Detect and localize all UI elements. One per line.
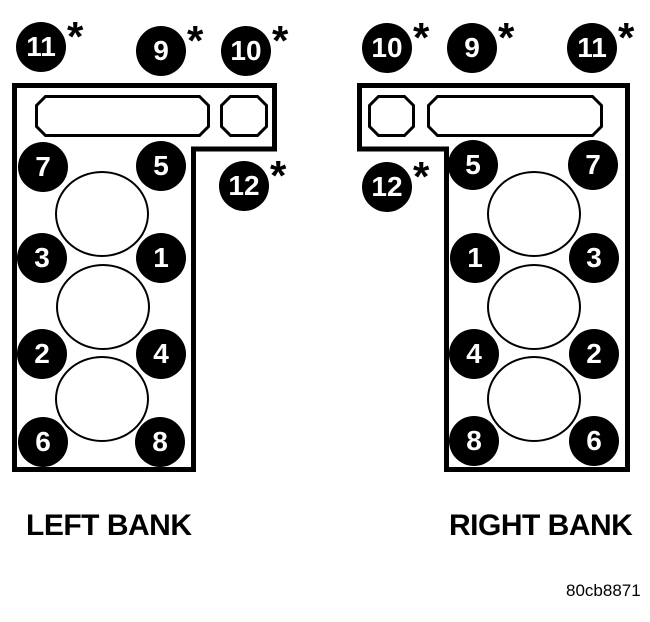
- asterisk-marker: *: [270, 152, 287, 199]
- asterisk-marker: *: [272, 17, 289, 64]
- asterisk-marker: *: [413, 14, 430, 61]
- bolt-number: 5: [153, 150, 169, 181]
- bolt-number: 12: [371, 171, 403, 202]
- bolt-number: 3: [34, 242, 50, 273]
- bolt-number: 3: [586, 242, 602, 273]
- right-bolt-2: 2: [569, 329, 619, 379]
- right-cylinder-bore-2: [487, 264, 581, 350]
- figure-code: 80cb8871: [566, 581, 641, 600]
- right-bolt-5: 5: [448, 140, 498, 190]
- right-bolt-11: 11 *: [567, 17, 634, 73]
- left-cylinder-bore-2: [56, 264, 150, 350]
- right-bolt-4: 4: [449, 329, 499, 379]
- right-bolt-8: 8: [449, 416, 499, 466]
- left-bolt-7: 7: [18, 142, 68, 192]
- left-bolt-8: 8: [135, 417, 185, 467]
- asterisk-marker: *: [498, 14, 515, 61]
- right-bank-label: RIGHT BANK: [449, 509, 633, 542]
- bolt-number: 4: [466, 338, 482, 369]
- asterisk-marker: *: [187, 17, 204, 64]
- bolt-number: 6: [35, 426, 51, 457]
- right-bank-large-port: [427, 95, 603, 137]
- bolt-number: 9: [464, 32, 480, 63]
- left-bolt-6: 6: [18, 417, 68, 467]
- left-cylinder-bore-3: [55, 356, 149, 442]
- right-bolt-9: 9*: [447, 17, 514, 73]
- asterisk-marker: *: [618, 14, 635, 61]
- bolt-number: 1: [153, 242, 169, 273]
- right-bolt-1: 1: [450, 233, 500, 283]
- bolt-number: 8: [466, 425, 482, 456]
- right-bank-small-port: [368, 95, 415, 137]
- left-bolt-5: 5: [136, 141, 186, 191]
- asterisk-marker: *: [413, 153, 430, 200]
- left-bank-small-port: [220, 95, 268, 137]
- bolt-number: 4: [153, 338, 169, 369]
- bolt-number: 5: [465, 149, 481, 180]
- asterisk-marker: *: [67, 13, 84, 60]
- bolt-number: 10: [230, 35, 262, 66]
- left-bolt-1: 1: [136, 233, 186, 283]
- right-bolt-7: 7: [568, 140, 618, 190]
- right-bolt-10: 10 *: [362, 17, 429, 73]
- bolt-number: 6: [586, 425, 602, 456]
- left-bank-label: LEFT BANK: [26, 509, 192, 542]
- left-bolt-2: 2: [17, 329, 67, 379]
- bolt-number: 7: [585, 149, 601, 180]
- left-bolt-10: 10 *: [221, 20, 288, 76]
- right-bolt-3: 3: [569, 233, 619, 283]
- bolt-number: 8: [152, 426, 168, 457]
- left-bolt-11: 11 *: [16, 16, 83, 72]
- left-bank-large-port: [35, 95, 210, 137]
- bolt-number: 1: [467, 242, 483, 273]
- left-bolt-4: 4: [136, 329, 186, 379]
- bolt-number: 2: [586, 338, 602, 369]
- right-cylinder-bore-1: [487, 171, 581, 257]
- bolt-number: 12: [228, 170, 260, 201]
- bolt-number: 11: [26, 31, 56, 62]
- bolt-number: 11: [577, 32, 607, 63]
- right-bolt-6: 6: [569, 416, 619, 466]
- left-cylinder-bore-1: [55, 171, 149, 257]
- left-bolt-12: 12 *: [219, 155, 286, 211]
- bolt-number: 7: [35, 151, 51, 182]
- left-bolt-9: 9*: [136, 20, 203, 76]
- bolt-number: 10: [371, 32, 403, 63]
- right-cylinder-bore-3: [487, 356, 581, 442]
- bolt-number: 2: [34, 338, 50, 369]
- bolt-number: 9: [153, 35, 169, 66]
- left-bolt-3: 3: [17, 233, 67, 283]
- right-bolt-12: 12 *: [362, 156, 429, 212]
